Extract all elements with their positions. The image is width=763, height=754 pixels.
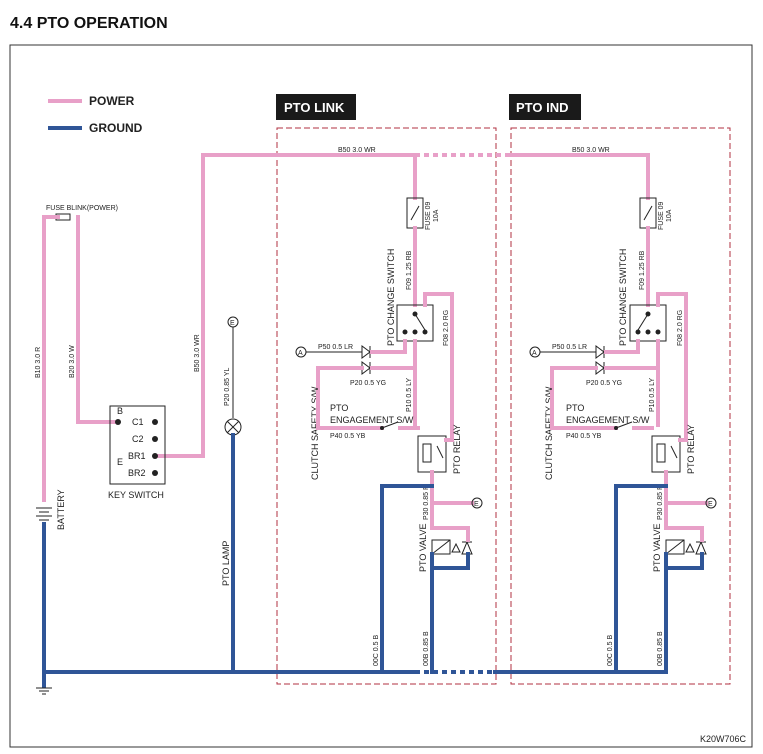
link-relay-box (417, 435, 447, 473)
key-switch-label: KEY SWITCH (108, 490, 164, 500)
section-tag-link (276, 94, 356, 120)
ind-wire-p30 (664, 470, 704, 530)
link-change-switch-label: PTO CHANGE SWITCH (386, 249, 396, 346)
fuse-blink-label: FUSE BLINK(POWER) (46, 205, 118, 212)
ind-top-wire-label: B50 3.0 WR (572, 147, 610, 154)
link-wire-f09-label: F09 1.25 RB (406, 250, 413, 290)
svg-text:E: E (230, 320, 235, 327)
ind-wire-p50-label: P50 0.5 LR (552, 344, 587, 351)
wire-b10-label: B10 3.0 R (35, 347, 42, 378)
ind-wire-00c-label: 00C 0.5 B (607, 635, 614, 666)
ind-wire-f09-label: F09 1.25 RB (639, 250, 646, 290)
legend-power-label: POWER (89, 94, 135, 108)
link-wire-f08 (423, 292, 454, 442)
link-wire-p20-label: P20 0.5 YG (350, 380, 386, 387)
link-change-switch-box (396, 304, 434, 342)
battery-label: BATTERY (56, 489, 66, 530)
link-wire-p30 (430, 470, 470, 530)
ind-wire-00c (614, 484, 668, 674)
ind-clutch-safety-label: CLUTCH SAFETY S/W (544, 386, 554, 480)
wire-b20 (76, 215, 120, 424)
link-connector-e (471, 497, 483, 509)
wire-p20-left-label: P20 0.85 YL (224, 367, 231, 406)
legend: POWER GROUND (48, 94, 143, 135)
section-box-link (276, 127, 497, 685)
key-pin-br1: BR1 (128, 451, 146, 461)
link-wire-p40-label: P40 0.5 YB (330, 433, 366, 440)
svg-text:A: A (532, 350, 537, 357)
ind-wire-p20 (550, 366, 598, 394)
ind-relay-box (651, 435, 681, 473)
link-engagement-label-2: ENGAGEMENT S/W (330, 415, 414, 425)
legend-ground-label: GROUND (89, 121, 143, 135)
ind-wire-00b-label: 00B 0.85 B (657, 631, 664, 666)
wire-b50-left (154, 153, 417, 458)
link-wire-00b-label: 00B 0.85 B (423, 631, 430, 666)
key-switch-box (109, 405, 166, 485)
pto-lamp-label: PTO LAMP (221, 541, 231, 586)
ind-change-switch-box (629, 304, 667, 342)
link-engagement-label-1: PTO (330, 403, 348, 413)
link-wire-p10-label: P10 0.5 LY (406, 378, 413, 412)
section-tag-ind (509, 94, 581, 120)
link-valve-symbol (431, 539, 451, 555)
ind-fuse-rating: 10A (666, 209, 673, 222)
link-fuse-rating: 10A (433, 209, 440, 222)
link-top-wire-label: B50 3.0 WR (338, 147, 376, 154)
link-relay-label: PTO RELAY (452, 424, 462, 474)
link-wire-p20 (316, 366, 364, 394)
ind-wire-f08 (656, 292, 688, 442)
ind-valve-symbol (665, 539, 685, 555)
ind-wire-f08-label: F08 2.0 RG (677, 310, 684, 346)
link-wire-p30-label: P30 0.85 R (423, 485, 430, 520)
page-title: 4.4 PTO OPERATION (10, 15, 168, 32)
ind-relay-label: PTO RELAY (686, 424, 696, 474)
link-wire-f08-label: F08 2.0 RG (443, 310, 450, 346)
ind-wire-p20-label: P20 0.5 YG (586, 380, 622, 387)
pto-link-circuit: B50 3.0 WR FUSE 09 10A F09 1.25 RB PTO C… (295, 147, 483, 674)
section-link-label: PTO LINK (284, 100, 345, 115)
ind-wire-p10-label: P10 0.5 LY (649, 378, 656, 412)
key-pin-c1: C1 (132, 417, 144, 427)
section-ind-label: PTO IND (516, 100, 569, 115)
link-clutch-safety-label: CLUTCH SAFETY S/W (310, 386, 320, 480)
diagram-frame (9, 44, 753, 748)
ind-engagement-label-1: PTO (566, 403, 584, 413)
link-wire-00c (380, 484, 434, 674)
link-valve-label: PTO VALVE (418, 523, 428, 572)
pto-ind-circuit: B50 3.0 WR FUSE 09 10A F09 1.25 RB PTO C… (529, 147, 717, 674)
svg-text:E: E (708, 501, 713, 508)
ind-fuse-label: FUSE 09 (658, 201, 665, 230)
key-pin-br2: BR2 (128, 468, 146, 478)
ind-engagement-label-2: ENGAGEMENT S/W (566, 415, 650, 425)
left-circuit: FUSE BLINK(POWER) B10 3.0 R B20 3.0 W B5… (35, 153, 417, 695)
svg-text:E: E (474, 501, 479, 508)
svg-text:A: A (298, 350, 303, 357)
wire-b50-label: B50 3.0 WR (194, 334, 201, 372)
key-pin-c2: C2 (132, 434, 144, 444)
ind-valve-label: PTO VALVE (652, 523, 662, 572)
ind-connector-e (705, 497, 717, 509)
ind-wire-p30-label: P30 0.85 R (657, 485, 664, 520)
figure-code: K20W706C (700, 734, 747, 744)
wire-b20-label: B20 3.0 W (69, 345, 76, 378)
ind-change-switch-label: PTO CHANGE SWITCH (618, 249, 628, 346)
link-wire-00c-label: 00C 0.5 B (373, 635, 380, 666)
link-wire-p50-label: P50 0.5 LR (318, 344, 353, 351)
key-pin-b: B (117, 406, 123, 416)
section-box-ind (510, 127, 731, 685)
link-fuse-label: FUSE 09 (425, 201, 432, 230)
key-pin-e: E (117, 457, 123, 467)
ind-wire-p40-label: P40 0.5 YB (566, 433, 602, 440)
